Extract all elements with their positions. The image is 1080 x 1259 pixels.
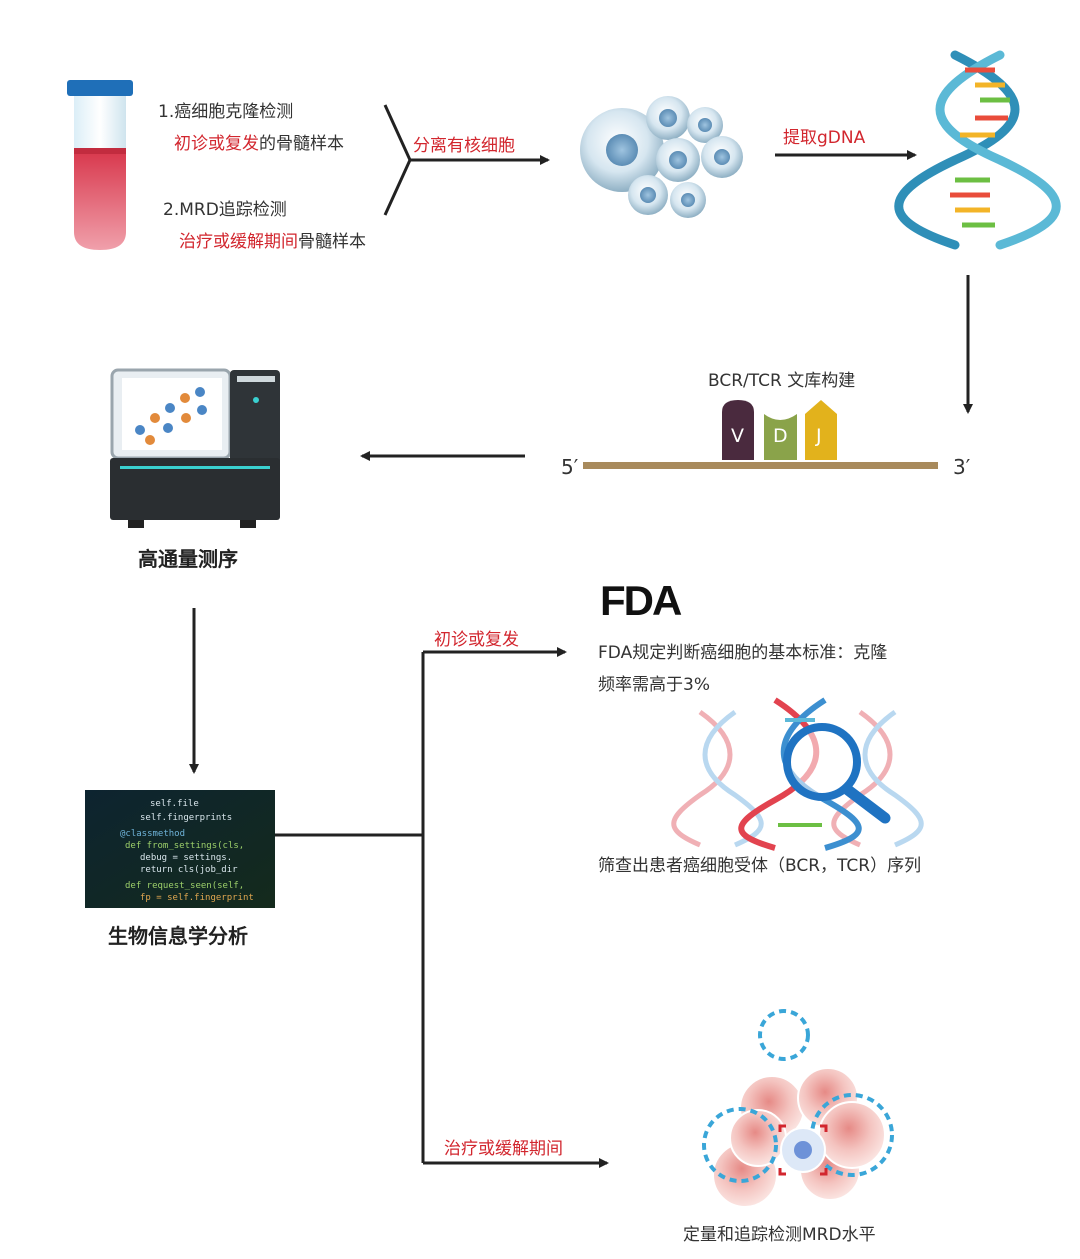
screen-result-label: 筛查出患者癌细胞受体（BCR，TCR）序列 [598, 856, 922, 876]
nucleated-cells-icon [580, 96, 743, 218]
bioinfo-code-image: self.file self.fingerprints @classmethod… [85, 790, 275, 908]
dna-helix-icon [894, 50, 1061, 250]
segment-j-label: J [816, 425, 822, 447]
sample-line2-title: 2.MRD追踪检测 [163, 200, 287, 220]
sample-line2-highlight: 治疗或缓解期间 [179, 232, 298, 252]
strand-5prime: 5′ [561, 455, 579, 479]
bioinfo-label: 生物信息学分析 [108, 924, 248, 948]
mrd-result-label: 定量和追踪检测MRD水平 [683, 1225, 876, 1245]
segment-d-label: D [773, 425, 788, 447]
library-title: BCR/TCR 文库构建 [708, 371, 856, 391]
svg-text:self.fingerprints: self.fingerprints [140, 813, 232, 823]
sequencer-icon [110, 368, 280, 528]
svg-text:debug = settings.: debug = settings. [140, 853, 232, 863]
branch-top-label: 初诊或复发 [434, 630, 519, 650]
library-construct [583, 400, 938, 469]
branch-connector [275, 647, 609, 1168]
test-tube-icon [67, 80, 133, 250]
svg-text:fp = self.fingerprint: fp = self.fingerprint [140, 893, 254, 903]
segment-v-label: V [731, 425, 744, 447]
fda-desc-line1: FDA规定判断癌细胞的基本标准：克隆 [598, 643, 888, 663]
merge-connector [383, 104, 550, 216]
svg-text:def request_seen(self,: def request_seen(self, [125, 881, 244, 891]
sample-line1-rest: 的骨髓样本 [259, 134, 344, 154]
svg-text:return cls(job_dir: return cls(job_dir [140, 865, 238, 875]
fda-desc-line2: 频率需高于3% [598, 675, 710, 695]
svg-text:def from_settings(cls,: def from_settings(cls, [125, 841, 244, 851]
branch-bottom-label: 治疗或缓解期间 [444, 1139, 563, 1159]
sample-line2-desc: 治疗或缓解期间骨髓样本 [179, 227, 366, 252]
svg-text:@classmethod: @classmethod [120, 829, 185, 839]
strand-3prime: 3′ [953, 455, 971, 479]
dna-magnifier-icon [671, 697, 924, 851]
fda-logo: FDA [600, 577, 682, 624]
sample-line2-rest: 骨髓样本 [298, 232, 366, 252]
svg-text:self.file: self.file [150, 799, 199, 809]
mrd-cell-cluster-icon [702, 1009, 894, 1208]
step-separate-label: 分离有核细胞 [413, 136, 515, 156]
sample-line1-desc: 初诊或复发的骨髓样本 [174, 129, 344, 154]
sample-line1-title: 1.癌细胞克隆检测 [158, 102, 294, 122]
sample-line1-highlight: 初诊或复发 [174, 134, 259, 154]
step-extract-label: 提取gDNA [783, 128, 866, 148]
sequencing-label: 高通量测序 [138, 547, 238, 571]
